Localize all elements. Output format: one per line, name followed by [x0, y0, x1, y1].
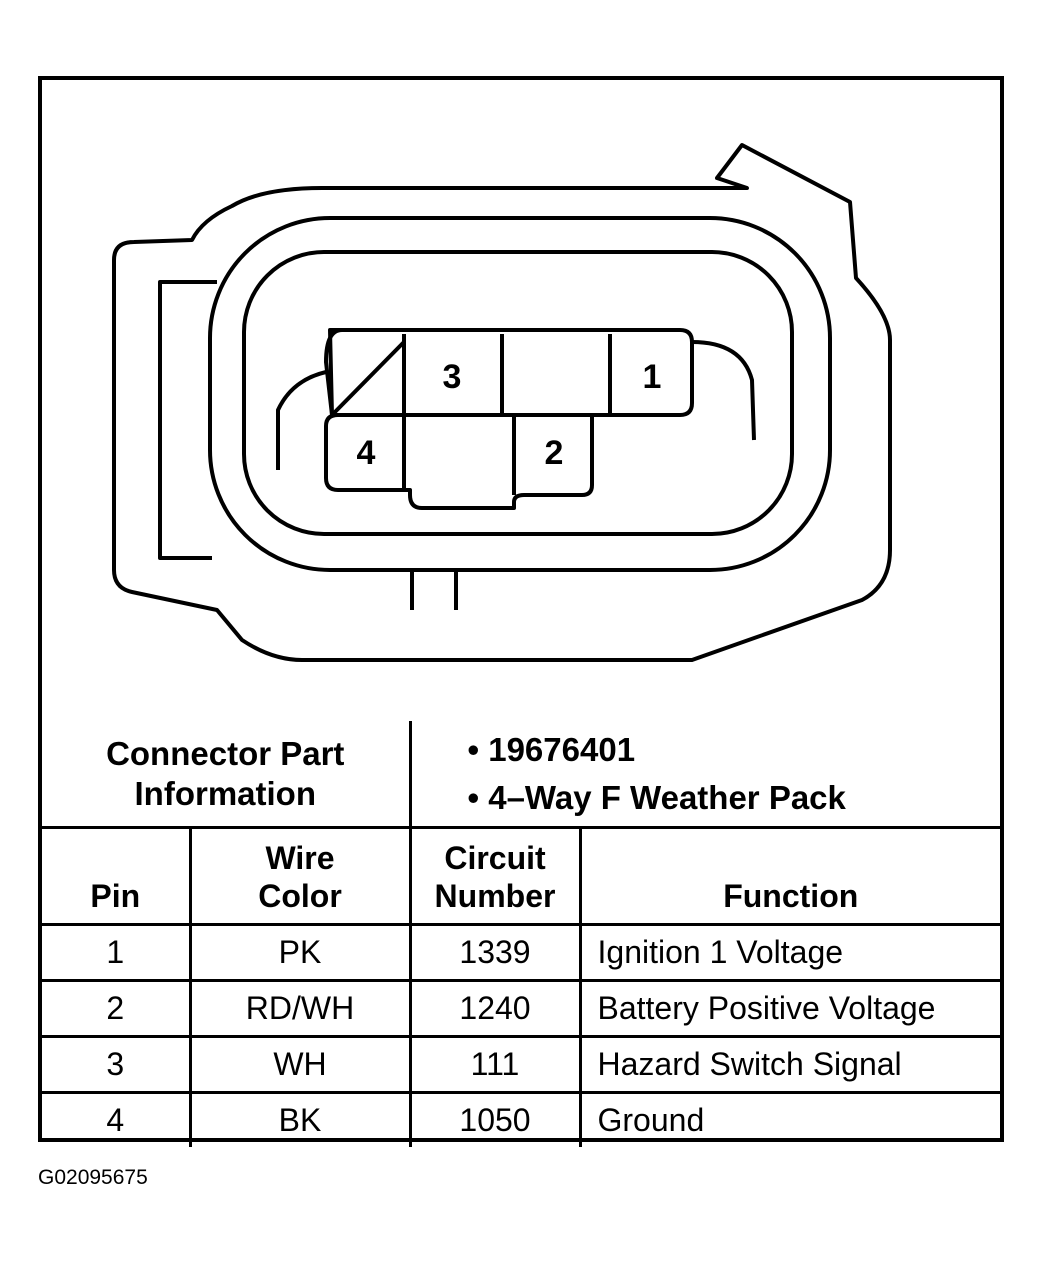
pin-function: Battery Positive Voltage	[578, 978, 1000, 1038]
pin-function: Hazard Switch Signal	[578, 1034, 1000, 1094]
housing-left-flange	[158, 280, 217, 560]
pin-number: 1	[42, 922, 192, 982]
wire-color: BK	[188, 1090, 412, 1147]
table-row: 2 RD/WH 1240 Battery Positive Voltage	[42, 978, 1000, 1038]
pin-number: 4	[42, 1090, 192, 1147]
cavity-side-curve	[691, 340, 756, 441]
cavity-left-curve	[276, 370, 327, 470]
part-info-row: Connector Part Information • 19676401 • …	[42, 721, 1000, 829]
housing-inner-contour	[208, 216, 832, 572]
pin-label-1: 1	[643, 358, 662, 396]
part-info-values: • 19676401 • 4–Way F Weather Pack	[408, 721, 1000, 829]
wire-color: PK	[188, 922, 412, 982]
part-info-label-line2: Information	[134, 774, 316, 812]
part-number: • 19676401	[467, 730, 636, 768]
table-row: 1 PK 1339 Ignition 1 Voltage	[42, 922, 1000, 982]
header-function: Function	[578, 829, 1000, 926]
housing-cavity-outline	[242, 250, 794, 536]
wire-color: RD/WH	[188, 978, 412, 1038]
circuit-number: 111	[408, 1034, 582, 1094]
table-row: 3 WH 111 Hazard Switch Signal	[42, 1034, 1000, 1094]
pin-assignment-table: Pin Wire Color Circuit Number Function 1…	[42, 829, 1000, 1147]
circuit-number: 1339	[408, 922, 582, 982]
cavity-key-diagonal	[330, 340, 406, 417]
circuit-number: 1050	[408, 1090, 582, 1147]
part-info-label: Connector Part Information	[42, 721, 412, 829]
cavity-divider-lines	[332, 334, 612, 495]
pin-label-4: 4	[357, 434, 376, 472]
header-pin: Pin	[42, 829, 192, 926]
wire-color: WH	[188, 1034, 412, 1094]
figure-id: G02095675	[38, 1166, 148, 1189]
circuit-number: 1240	[408, 978, 582, 1038]
connector-info-frame: 3 1 4 2 Connector Part Information • 196…	[38, 76, 1004, 1147]
pin-function: Ignition 1 Voltage	[578, 922, 1000, 982]
connector-part-info-table: Connector Part Information • 19676401 • …	[42, 721, 1000, 829]
pin-function: Ground	[578, 1090, 1000, 1147]
header-circuit-number: Circuit Number	[408, 829, 582, 926]
terminal-block-top-row	[324, 328, 343, 416]
pin-table-header-row: Pin Wire Color Circuit Number Function	[42, 829, 1000, 926]
pin-number: 3	[42, 1034, 192, 1094]
header-wire-color-line1: Wire	[265, 839, 335, 876]
header-wire-color: Wire Color	[188, 829, 412, 926]
header-wire-color-line2: Color	[258, 877, 342, 914]
connector-face-diagram: 3 1 4 2	[112, 143, 892, 662]
connector-type: • 4–Way F Weather Pack	[467, 778, 846, 816]
terminal-block-outline	[324, 328, 694, 510]
pin-label-2: 2	[545, 434, 564, 472]
housing-bottom-rib	[410, 570, 458, 610]
header-circuit-line2: Number	[434, 877, 556, 914]
connector-housing-outline	[112, 143, 892, 662]
table-row: 4 BK 1050 Ground	[42, 1090, 1000, 1147]
pin-number: 2	[42, 978, 192, 1038]
pin-label-3: 3	[443, 358, 462, 396]
part-info-label-line1: Connector Part	[106, 734, 345, 772]
header-circuit-line1: Circuit	[444, 839, 546, 876]
